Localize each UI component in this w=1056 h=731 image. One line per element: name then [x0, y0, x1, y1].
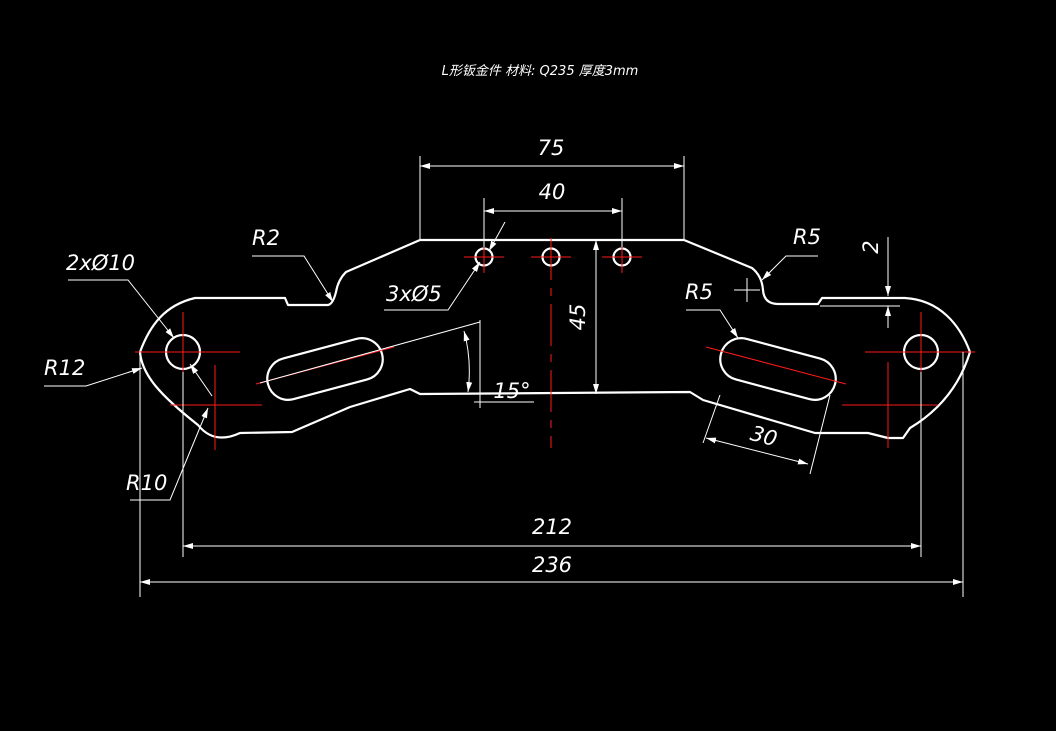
svg-text:R2: R2	[252, 226, 280, 250]
centerlines	[135, 238, 975, 450]
svg-text:R5: R5	[793, 225, 821, 249]
dim-45: 45	[566, 240, 599, 394]
dim-angle-15: 15°	[259, 320, 534, 408]
callout-r5-slot: R5	[685, 280, 739, 339]
svg-text:3xØ5: 3xØ5	[386, 282, 442, 306]
callout-r10: R10	[126, 407, 209, 501]
svg-text:236: 236	[532, 553, 572, 577]
svg-text:R5: R5	[685, 280, 713, 304]
svg-text:75: 75	[538, 136, 565, 160]
dim-thickness-2: 2	[820, 237, 900, 328]
dim-212: 212	[182, 372, 922, 557]
svg-text:2xØ10: 2xØ10	[66, 251, 135, 275]
svg-text:R10: R10	[126, 471, 167, 495]
dim-40: 40	[483, 180, 623, 247]
drawing-title: L形钣金件 材料: Q235 厚度3mm	[442, 63, 639, 79]
callout-3x-d5: 3xØ5	[384, 221, 506, 311]
svg-text:45: 45	[566, 304, 590, 331]
callout-2x-d10: 2xØ10	[66, 251, 213, 397]
callout-r2: R2	[252, 226, 334, 303]
callout-r12: R12	[44, 356, 143, 387]
dim-75: 75	[419, 136, 685, 240]
slot-left	[266, 337, 384, 401]
svg-text:40: 40	[539, 180, 566, 204]
dim-slot-30: 30	[702, 394, 831, 475]
dim-236: 236	[139, 352, 964, 597]
svg-text:R12: R12	[44, 356, 85, 380]
slot-right	[719, 337, 837, 401]
callout-r5-top: R5	[734, 225, 821, 302]
svg-text:15°: 15°	[493, 379, 530, 403]
svg-text:212: 212	[532, 515, 572, 539]
part-outline	[138, 238, 972, 440]
svg-text:2: 2	[859, 240, 883, 253]
svg-text:30: 30	[748, 421, 780, 451]
